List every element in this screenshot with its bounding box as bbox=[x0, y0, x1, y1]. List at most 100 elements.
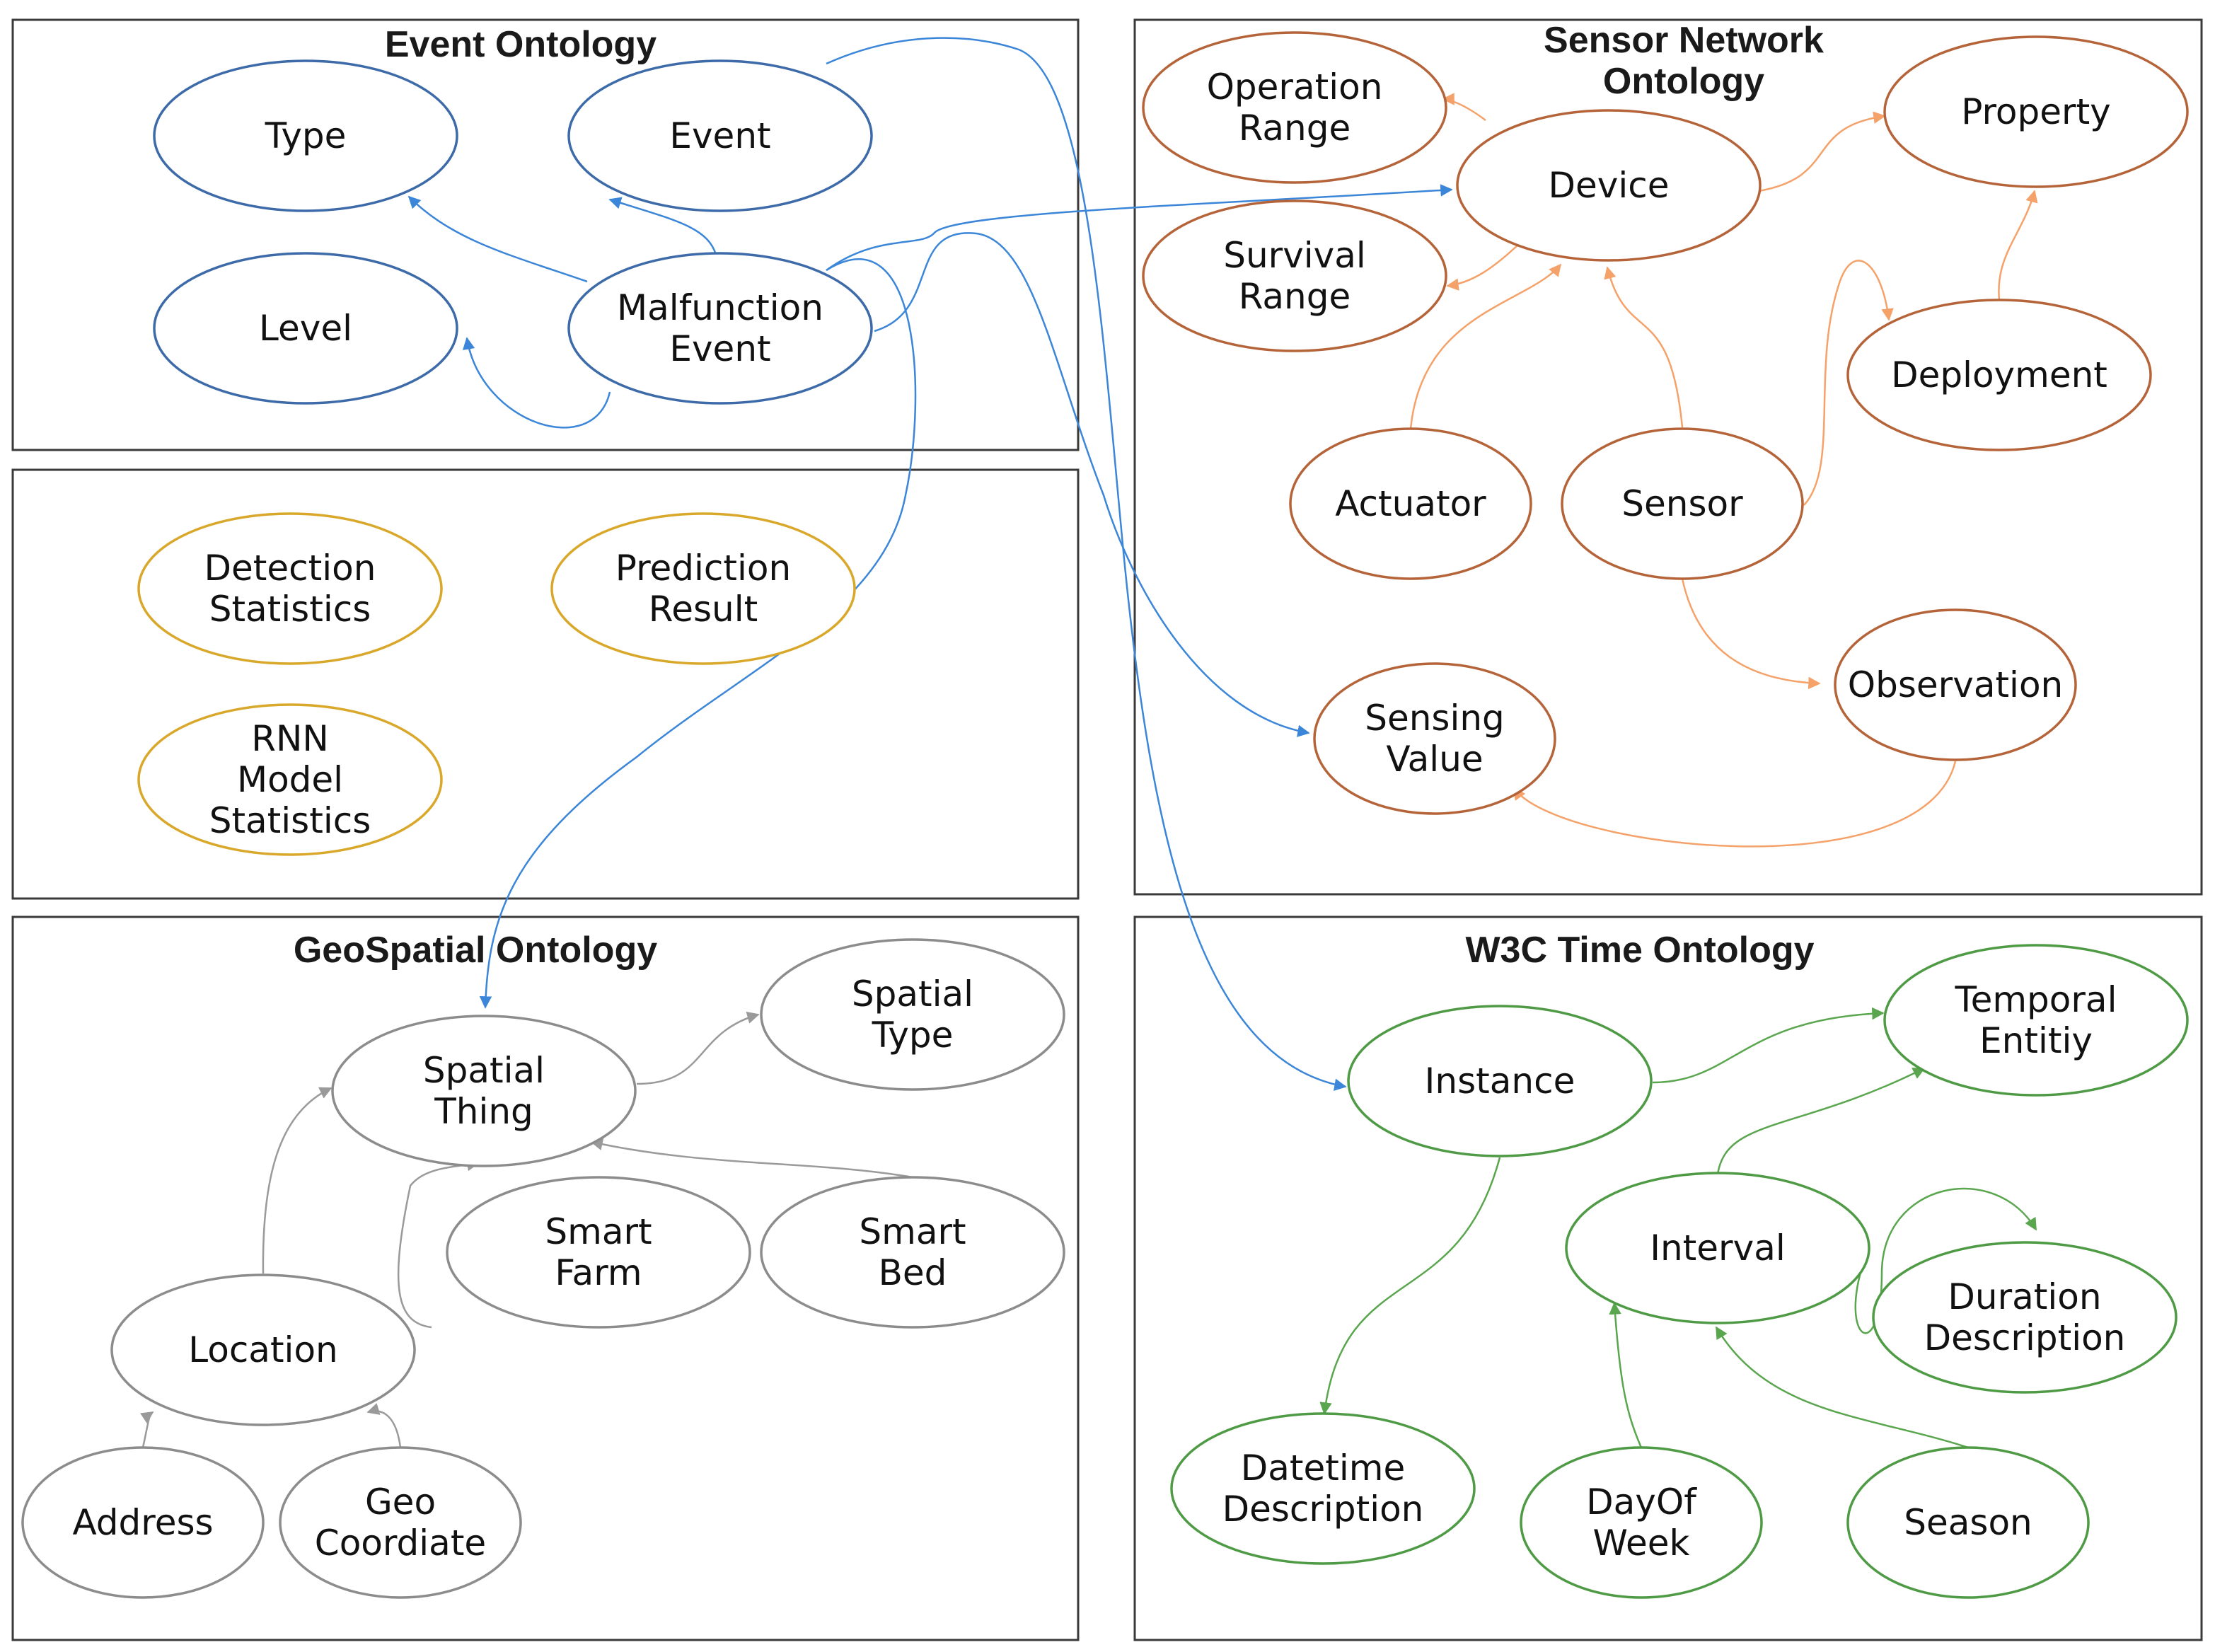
node-sensor: Sensor bbox=[1561, 427, 1804, 580]
edge-instance-to-temporal bbox=[1652, 1007, 1885, 1084]
node-shape-interval bbox=[1565, 1172, 1870, 1324]
edge-smart_bed-to-spatial_thing bbox=[590, 1138, 913, 1179]
edge-malfunction-to-event bbox=[608, 197, 717, 255]
edges-layer bbox=[140, 37, 2038, 1449]
node-label-device: Device bbox=[1549, 165, 1670, 206]
node-location: Location bbox=[110, 1273, 416, 1426]
node-label-actuator: Actuator bbox=[1335, 483, 1486, 524]
edge-season-to-interval bbox=[1715, 1326, 1969, 1449]
node-label-spatial-type: Type bbox=[872, 1015, 954, 1056]
edge-sensor-to-deployment bbox=[1803, 260, 1894, 506]
node-shape-location bbox=[110, 1273, 416, 1426]
node-label-geo-coord: Geo bbox=[365, 1481, 436, 1523]
node-label-operation: Operation bbox=[1207, 67, 1383, 108]
edge-malfunction-to-sensing bbox=[874, 232, 1310, 737]
node-event: Event bbox=[567, 59, 873, 212]
node-label-level: Level bbox=[259, 308, 352, 349]
edge-malfunction-to-level bbox=[462, 337, 611, 429]
node-shape-malfunction bbox=[567, 252, 873, 405]
node-shape-datetime bbox=[1170, 1412, 1476, 1565]
edge-sensor-to-observation bbox=[1681, 578, 1821, 690]
node-shape-survival bbox=[1142, 200, 1447, 352]
node-shape-spatial-type bbox=[760, 938, 1065, 1091]
node-observation: Observation bbox=[1834, 608, 2077, 761]
node-property: Property bbox=[1883, 35, 2189, 188]
node-label-season: Season bbox=[1904, 1502, 2032, 1543]
node-shape-instance bbox=[1347, 1005, 1653, 1157]
node-shape-season bbox=[1846, 1446, 2090, 1599]
edge-interval-to-temporal bbox=[1716, 1067, 1926, 1175]
edge-actuator-to-device bbox=[1409, 263, 1562, 429]
node-shape-device bbox=[1456, 109, 1762, 262]
panel-title-time: W3C Time Ontology bbox=[1465, 930, 1814, 971]
node-type: Type bbox=[153, 59, 458, 212]
node-shape-rnn bbox=[137, 703, 443, 856]
node-label-prediction: Result bbox=[649, 589, 758, 630]
node-shape-actuator bbox=[1289, 427, 1532, 580]
node-label-property: Property bbox=[1961, 91, 2111, 132]
node-label-smart-farm: Farm bbox=[555, 1252, 642, 1293]
node-interval: Interval bbox=[1565, 1172, 1870, 1324]
node-season: Season bbox=[1846, 1446, 2090, 1599]
node-deployment: Deployment bbox=[1846, 299, 2152, 451]
edge-observation-to-sensing bbox=[1513, 761, 1957, 848]
node-label-event: Event bbox=[669, 115, 770, 156]
panel-title-sensor: Ontology bbox=[1603, 61, 1764, 102]
node-device: Device bbox=[1456, 109, 1762, 262]
node-label-sensor: Sensor bbox=[1621, 483, 1743, 524]
node-label-address: Address bbox=[72, 1502, 213, 1543]
node-level: Level bbox=[153, 252, 458, 405]
edge-interval-to-duration bbox=[1854, 1187, 2037, 1334]
node-label-smart-farm: Smart bbox=[545, 1211, 652, 1252]
node-shape-detection bbox=[137, 512, 443, 665]
node-label-smart-bed: Smart bbox=[859, 1211, 966, 1252]
edge-location-to-spatial_thing bbox=[262, 1087, 332, 1274]
node-shape-property bbox=[1883, 35, 2189, 188]
node-shape-observation bbox=[1834, 608, 2077, 761]
node-shape-temporal bbox=[1883, 944, 2189, 1097]
node-label-operation: Range bbox=[1239, 108, 1351, 149]
node-label-malfunction: Event bbox=[669, 328, 770, 369]
panel-title-sensor: Sensor Network bbox=[1544, 20, 1824, 61]
node-shape-level bbox=[153, 252, 458, 405]
node-label-interval: Interval bbox=[1650, 1228, 1785, 1269]
node-shape-address bbox=[21, 1446, 265, 1599]
node-label-instance: Instance bbox=[1425, 1061, 1575, 1102]
node-label-spatial-thing: Spatial bbox=[423, 1050, 545, 1091]
edge-device-to-survival bbox=[1446, 243, 1520, 291]
panel-event: Event Ontology bbox=[11, 18, 1080, 451]
edge-malfunction-to-type bbox=[407, 195, 588, 283]
edge-geo_coord-to-location bbox=[366, 1403, 402, 1448]
node-label-dayofweek: DayOf bbox=[1586, 1481, 1697, 1523]
edge-address-to-location bbox=[140, 1411, 154, 1448]
node-shape-sensing bbox=[1313, 662, 1556, 815]
node-label-malfunction: Malfunction bbox=[617, 287, 823, 328]
node-label-rnn: Model bbox=[237, 759, 343, 800]
node-shape-sensor bbox=[1561, 427, 1804, 580]
edge-smart_farm-to-spatial_thing bbox=[397, 1158, 480, 1329]
node-label-duration: Duration bbox=[1948, 1276, 2101, 1317]
node-shape-deployment bbox=[1846, 299, 2152, 451]
edge-malfunction-to-device bbox=[826, 184, 1453, 272]
node-label-survival: Survival bbox=[1223, 235, 1366, 276]
node-label-detection: Detection bbox=[204, 548, 376, 589]
edge-dayofweek-to-interval bbox=[1609, 1302, 1643, 1448]
edge-sensor-to-device bbox=[1604, 266, 1684, 428]
node-label-prediction: Prediction bbox=[615, 548, 791, 589]
edge-event-to-instance bbox=[826, 37, 1347, 1091]
node-label-duration: Description bbox=[1924, 1317, 2126, 1358]
panel-frame-event bbox=[11, 18, 1080, 451]
